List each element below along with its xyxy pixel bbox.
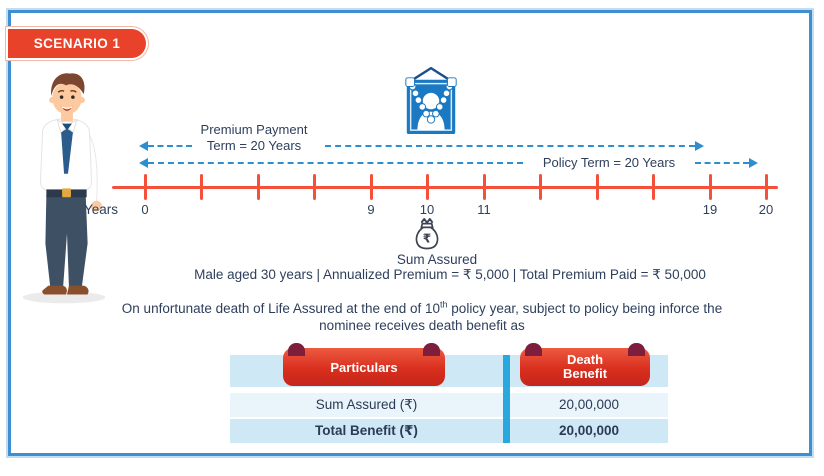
sum-assured-label: Sum Assured (396, 252, 478, 267)
table-row (230, 419, 668, 443)
cell-sum-assured-value: 20,00,000 (558, 397, 620, 412)
deceased-photo-frame-icon (400, 65, 462, 141)
tick-label: 11 (477, 202, 491, 217)
premium-term-label-line1: Premium Payment (200, 122, 308, 137)
cell-total-benefit-label: Total Benefit (₹) (315, 423, 418, 438)
dashed-line (325, 145, 695, 147)
note-line2: nominee receives death benefit as (319, 318, 525, 333)
tick-label: 19 (702, 202, 718, 217)
policy-term-label: Policy Term = 20 Years (542, 155, 676, 170)
note-line1-prefix: On unfortunate death of Life Assured at … (121, 301, 441, 316)
dashed-line (148, 162, 523, 164)
table-header-death-benefit: Death Benefit (520, 343, 650, 386)
death-benefit-note: On unfortunate death of Life Assured at … (39, 300, 805, 334)
dashed-line (695, 162, 749, 164)
arrowhead-left-icon (139, 141, 148, 151)
column-divider (503, 355, 510, 443)
death-benefit-header-label: Death Benefit (562, 352, 608, 381)
tick-label: 20 (758, 202, 774, 217)
tick-label: 9 (367, 202, 375, 217)
cell-total-benefit-value: 20,00,000 (558, 423, 620, 438)
arrowhead-left-icon (139, 158, 148, 168)
arrowhead-right-icon (695, 141, 704, 151)
male-character-illustration (13, 63, 121, 307)
money-bag-icon: ₹ (412, 215, 442, 251)
particulars-header-label: Particulars (330, 359, 398, 375)
arrowhead-right-icon (749, 158, 758, 168)
rupee-symbol: ₹ (423, 231, 431, 245)
table-header-particulars: Particulars (283, 343, 445, 386)
panel-frame: SCENARIO 1 (8, 10, 812, 456)
table-row (230, 393, 668, 417)
benefits-table: Particulars Death Benefit Sum Assured (₹… (230, 343, 668, 447)
note-line1: On unfortunate death of Life Assured at … (39, 300, 805, 317)
ordinal-superscript: th (440, 299, 448, 310)
scenario-badge: SCENARIO 1 (8, 29, 146, 58)
man-standing-icon (22, 73, 106, 304)
note-line1-suffix: policy year, subject to policy being inf… (447, 301, 723, 316)
premium-term-label: Premium Payment Term = 20 Years (179, 122, 329, 154)
years-axis-label: Years (83, 202, 119, 217)
dashed-line (148, 145, 192, 147)
tick-label: 0 (141, 202, 149, 217)
cell-sum-assured-label: Sum Assured (₹) (315, 397, 418, 412)
timeline-axis (112, 186, 778, 189)
tick-label: 10 (419, 202, 435, 217)
premium-term-label-line2: Term = 20 Years (206, 138, 302, 153)
profile-summary: Male aged 30 years | Annualized Premium … (194, 267, 706, 282)
